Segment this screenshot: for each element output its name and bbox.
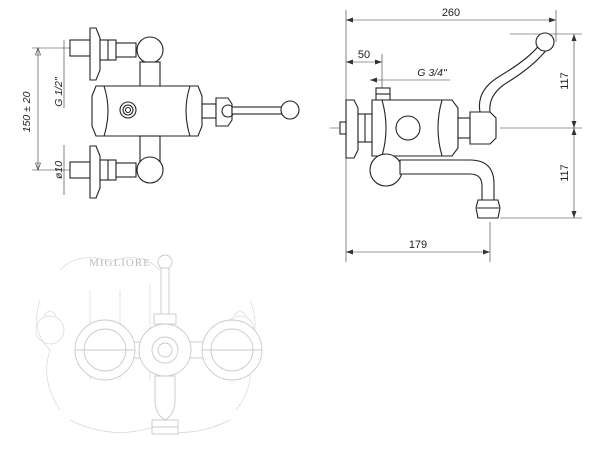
lower-ball — [136, 156, 164, 184]
upper-rosette — [89, 27, 101, 81]
front-lever-arm — [478, 43, 541, 113]
side-lever-knob — [280, 100, 300, 120]
spout-pipe — [399, 159, 495, 201]
mixer-body — [91, 85, 203, 137]
upper-ball — [136, 36, 164, 64]
front-view: 260 50 G 3/4" 117 117 179 — [330, 7, 582, 262]
spout-aerator — [475, 199, 501, 219]
spout-drop-label: 117 — [559, 164, 571, 182]
watermark-view: MIGLIORE — [35, 254, 263, 435]
outlet-thread-label: G 3/4" — [417, 67, 448, 79]
watermark-center-body — [138, 323, 192, 377]
lower-rosette — [89, 145, 101, 199]
inlet-offset-label: 50 — [358, 49, 370, 61]
wall-plate — [345, 99, 359, 159]
lower-inlet-pipe — [69, 161, 91, 179]
upper-inlet-pipe — [69, 39, 91, 57]
spout-reach-label: 179 — [409, 239, 427, 251]
overall-width-label: 260 — [442, 7, 460, 19]
centers-dimension-label: 150 ± 20 — [21, 91, 33, 132]
handle-height-label: 117 — [559, 72, 571, 90]
pipe-diameter-label: ø10 — [53, 161, 65, 179]
inlet-thread-label: G 1/2" — [53, 76, 65, 107]
side-lever-arm — [231, 106, 287, 115]
watermark-brand: MIGLIORE — [89, 257, 151, 269]
side-view: 150 ± 20 G 1/2" ø10 — [21, 27, 300, 199]
front-lever-knob — [535, 32, 555, 52]
spout-ball — [369, 153, 403, 187]
